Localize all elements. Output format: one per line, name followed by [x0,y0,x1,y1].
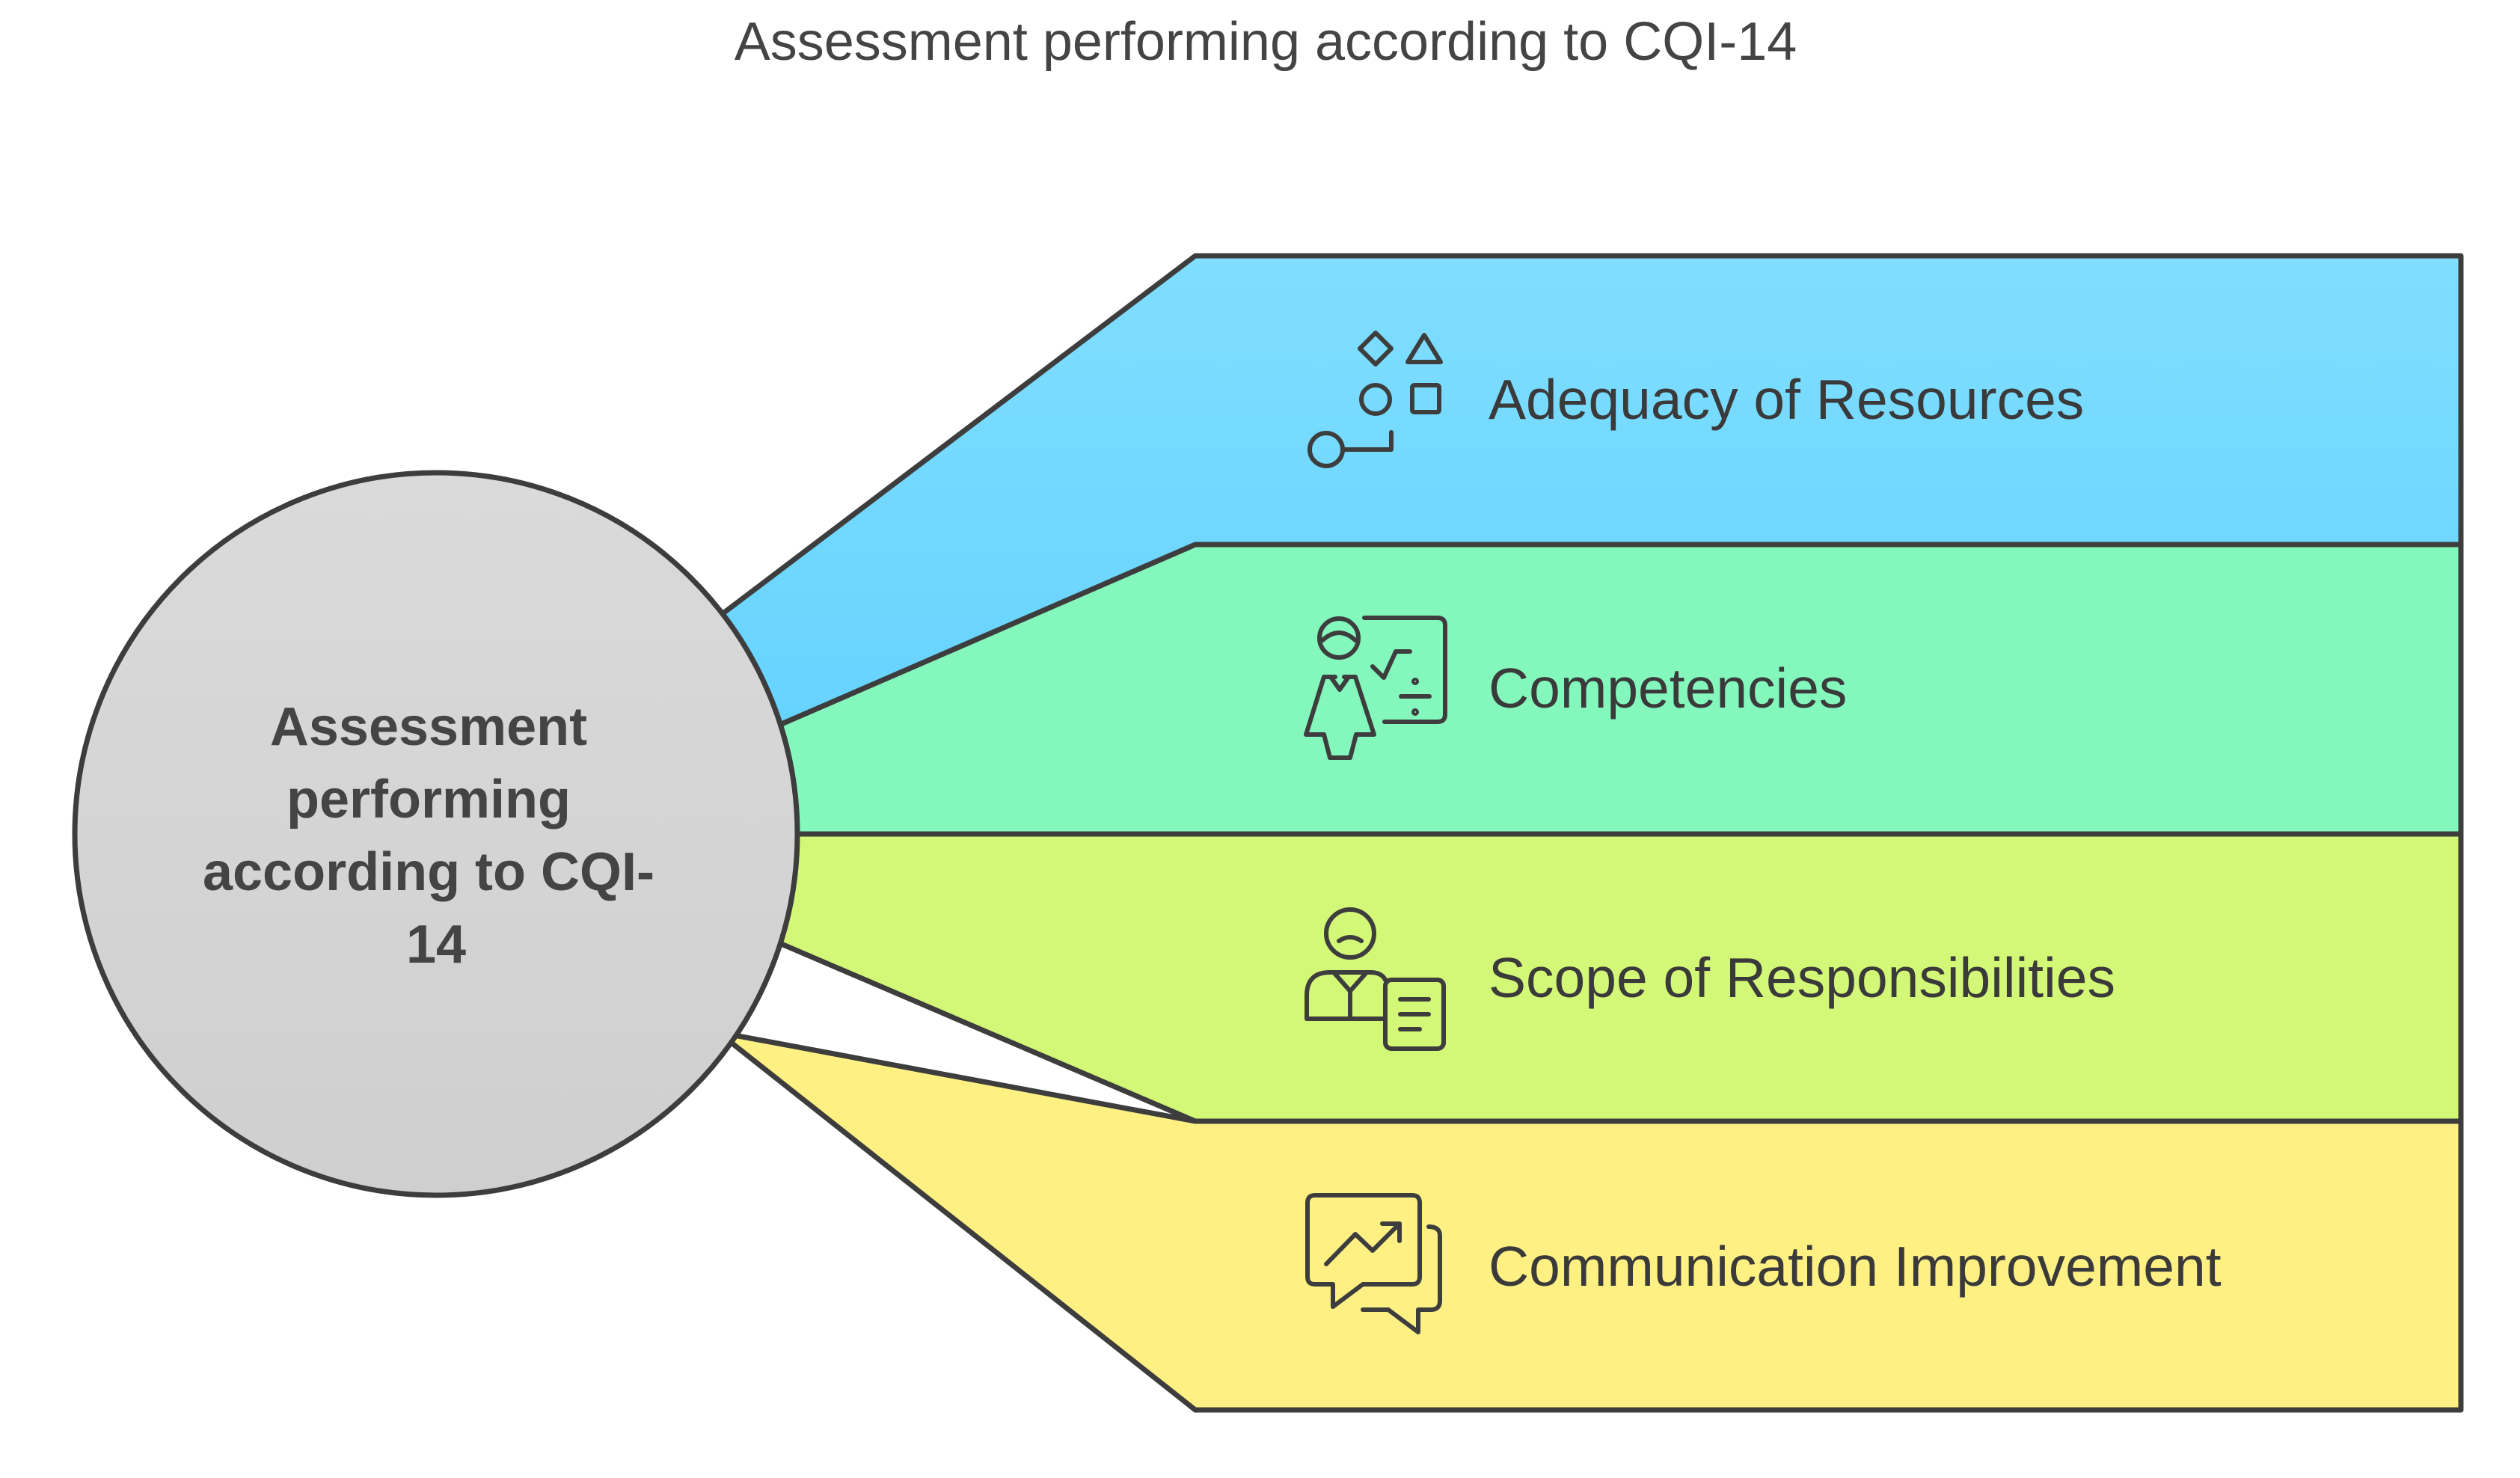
center-label-line-1: Assessment [270,697,587,757]
label-competencies: Competencies [1489,657,1847,720]
center-label-line-4: 14 [406,915,466,975]
center-circle [72,470,800,1198]
band-communication-improvement [715,1029,2464,1413]
diagram-title: Assessment performing according to CQI-1… [735,12,1797,72]
person-document-icon [1305,907,1446,1051]
chat-trend-icon [1305,1193,1442,1334]
label-communication-improvement: Communication Improvement [1489,1235,2222,1298]
label-adequacy-of-resources: Adequacy of Resources [1489,368,2084,431]
teacher-board-icon [1304,616,1447,760]
shapes-key-icon [1307,331,1443,468]
center-label: Assessment performing according to CQI- … [203,697,669,975]
center-label-line-2: performing [286,770,571,830]
label-scope-of-responsibilities: Scope of Responsibilities [1489,946,2115,1009]
center-label-line-3: according to CQI- [203,842,654,902]
